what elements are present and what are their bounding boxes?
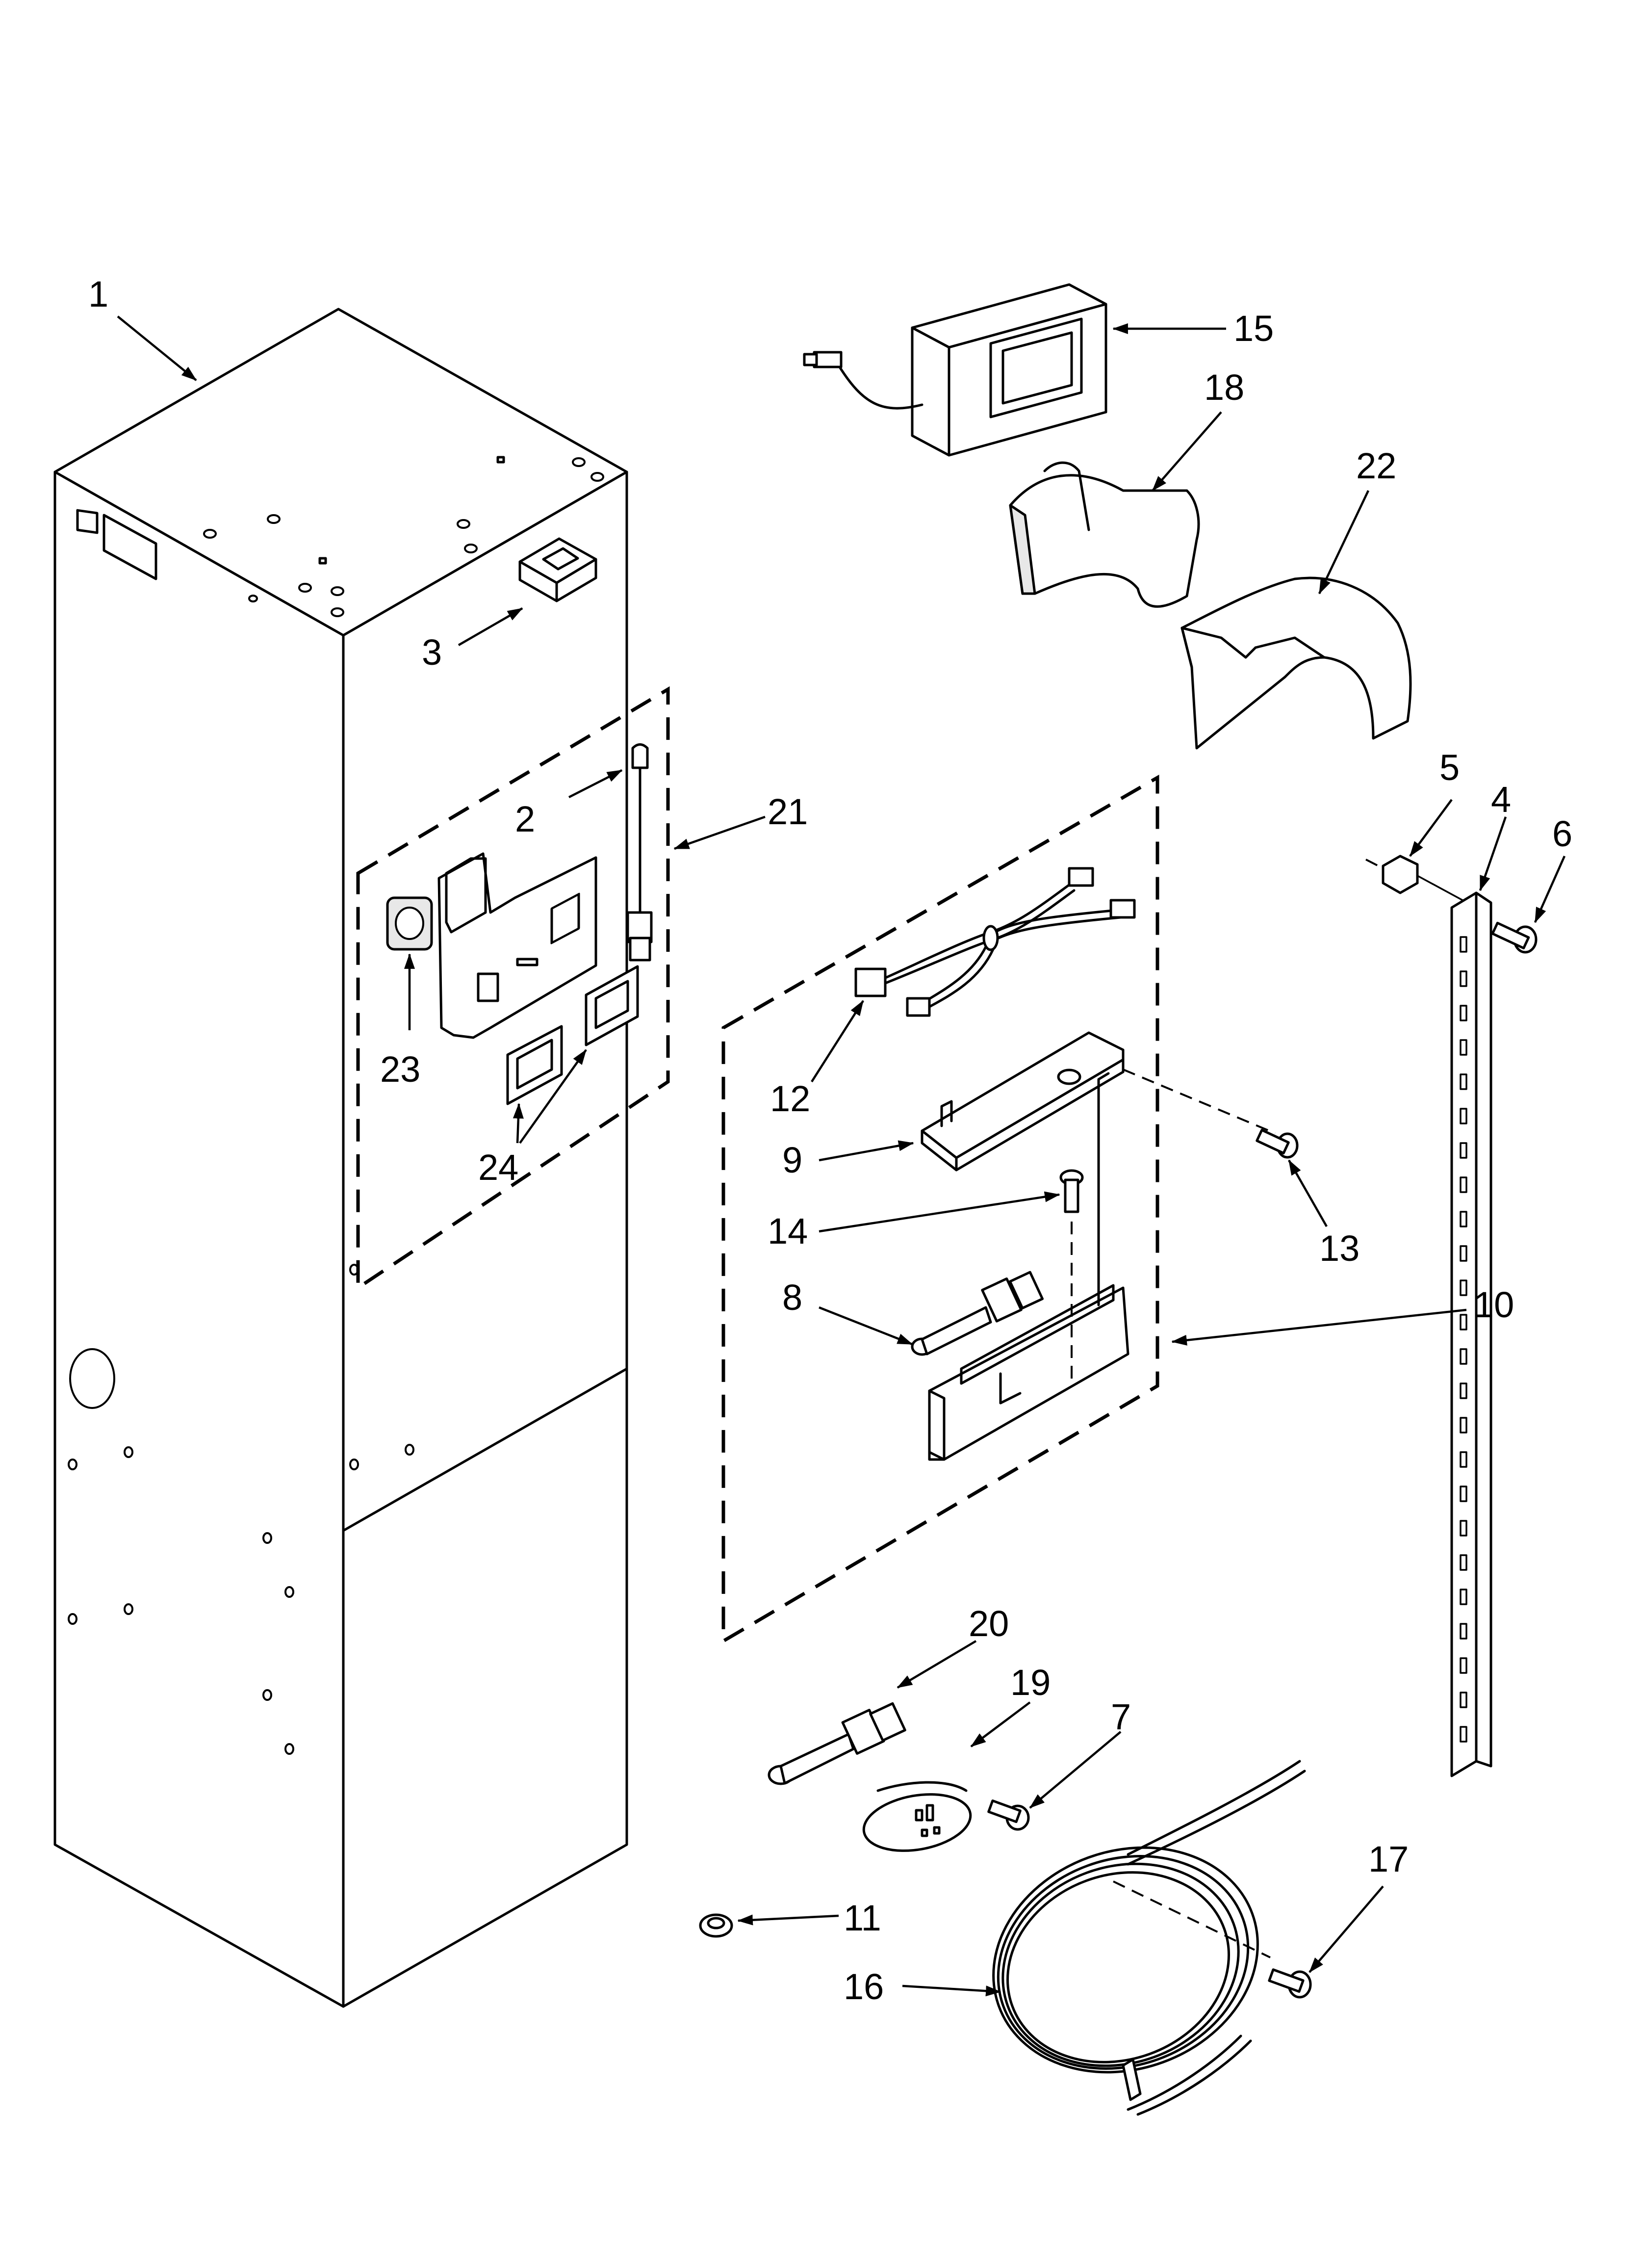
callout-24: 24 — [478, 1147, 518, 1188]
callout-5: 5 — [1439, 747, 1460, 788]
rail-slot — [1460, 970, 1467, 987]
rail-slot — [1460, 1176, 1467, 1193]
callout-21: 21 — [768, 791, 808, 832]
callout-8: 8 — [782, 1277, 802, 1318]
part-24-gaskets — [506, 965, 639, 1105]
part-18-duct — [1009, 461, 1200, 608]
leader-lines — [117, 315, 1566, 1997]
side-holes — [68, 1264, 414, 1755]
part-4-rail — [1450, 891, 1492, 1777]
callout-4: 4 — [1491, 779, 1511, 820]
control-bracket — [437, 852, 597, 1039]
rail-slot — [1460, 1073, 1467, 1090]
part-10-housing — [928, 1072, 1129, 1461]
rail-slots — [1460, 936, 1467, 1743]
rail-slot — [1460, 1314, 1467, 1330]
part-8-sensor — [911, 1271, 1044, 1356]
rail-slot — [1460, 1245, 1467, 1262]
part-13-screw — [1123, 1069, 1299, 1159]
part-12-harness — [854, 867, 1136, 1017]
part-7-screw — [987, 1799, 1030, 1831]
rail-slot — [1460, 1279, 1467, 1296]
rail-slot — [1460, 1382, 1467, 1399]
callout-18: 18 — [1204, 367, 1244, 408]
part-5-clip — [1365, 855, 1477, 909]
part-11-grommet — [699, 1913, 733, 1938]
rail-slot — [1460, 1005, 1467, 1021]
part-3-housing — [518, 537, 597, 602]
callout-3: 3 — [422, 632, 442, 673]
rail-slot — [1460, 1108, 1467, 1124]
part-20-sensor — [768, 1702, 906, 1785]
rail-slot — [1460, 936, 1467, 953]
group-21-outline — [356, 686, 670, 1291]
part-17-screw — [1268, 1968, 1312, 1999]
callout-1: 1 — [88, 274, 108, 314]
callout-10: 10 — [1474, 1284, 1514, 1325]
control-group-outline — [721, 774, 1159, 1644]
part-2-wire — [626, 743, 653, 962]
rail-slot — [1460, 1039, 1467, 1056]
callout-13: 13 — [1319, 1228, 1360, 1269]
callout-17: 17 — [1368, 1839, 1409, 1879]
callout-7: 7 — [1111, 1696, 1131, 1737]
rail-slot — [1460, 1623, 1467, 1640]
rail-slot — [1460, 1211, 1467, 1227]
callout-23: 23 — [380, 1049, 420, 1090]
callout-20: 20 — [969, 1603, 1009, 1644]
rail-slot — [1460, 1348, 1467, 1365]
callout-9: 9 — [782, 1140, 802, 1180]
callout-12: 12 — [770, 1078, 810, 1119]
rail-slot — [1460, 1417, 1467, 1434]
rail-slot — [1460, 1726, 1467, 1743]
top-holes — [203, 456, 604, 617]
callout-14: 14 — [768, 1211, 808, 1251]
callout-15: 15 — [1233, 308, 1274, 349]
part-15-module — [803, 283, 1107, 457]
callout-19: 19 — [1010, 1662, 1051, 1703]
callout-22: 22 — [1356, 445, 1396, 486]
rail-slot — [1460, 1554, 1467, 1571]
part-23-grommet — [386, 896, 433, 951]
rail-slot — [1460, 1520, 1467, 1537]
part-22-cover — [1180, 576, 1412, 750]
part-16-tubing — [992, 1760, 1306, 2116]
rail-slot — [1460, 1589, 1467, 1605]
callout-16: 16 — [844, 1966, 884, 2007]
rail-slot — [1460, 1692, 1467, 1708]
callout-2: 2 — [515, 799, 535, 839]
part-9-bracket — [921, 1031, 1125, 1172]
rail-slot — [1460, 1142, 1467, 1159]
callout-labels: 1 2 3 4 5 6 7 8 9 10 11 12 13 14 15 16 1… — [88, 274, 1572, 2007]
rail-slot — [1460, 1657, 1467, 1674]
part-19-display — [862, 1781, 972, 1852]
part-6-screw — [1491, 921, 1538, 954]
part-14-screw — [1059, 1169, 1084, 1213]
rail-slot — [1460, 1451, 1467, 1468]
callout-11: 11 — [844, 1898, 881, 1938]
rail-slot — [1460, 1486, 1467, 1502]
callout-6: 6 — [1552, 813, 1572, 854]
cabinet-liner — [53, 308, 628, 2008]
